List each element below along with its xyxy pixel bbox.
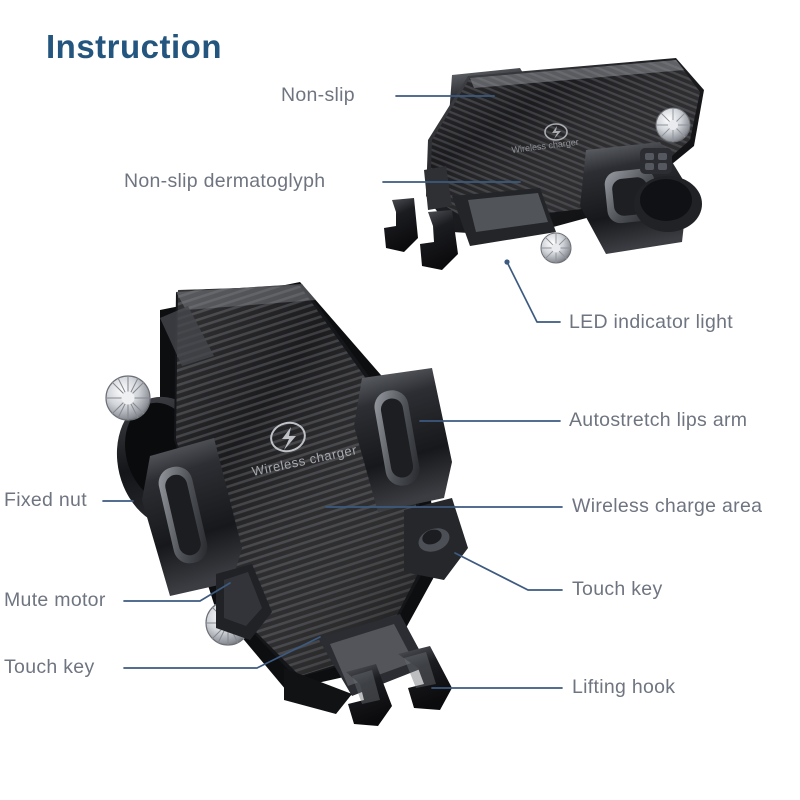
callout-label-autostretch-lips-arm: Autostretch lips arm (569, 409, 748, 431)
upper-wireless-icon (544, 123, 568, 141)
product-main-view: Wireless charger (105, 282, 468, 726)
callout-label-non-slip: Non-slip (281, 84, 355, 106)
main-right-clamp-arm (354, 368, 452, 512)
main-left-clamp-arm (142, 438, 242, 596)
upper-knob-bottom (540, 232, 572, 264)
page-title: Instruction (46, 28, 222, 65)
callout-label-fixed-nut: Fixed nut (4, 489, 87, 511)
callout-label-mute-motor: Mute motor (4, 589, 106, 611)
main-lifting-hooks (318, 614, 452, 726)
upper-knob-right (655, 107, 691, 143)
upper-mount-base (634, 148, 702, 232)
callout-label-touch-key-right: Touch key (572, 578, 663, 600)
callout-label-wireless-charge-area: Wireless charge area (572, 495, 763, 517)
upper-lifting-hooks (384, 188, 556, 270)
callout-label-lifting-hook: Lifting hook (572, 676, 676, 698)
main-knob-upper-left (105, 375, 151, 421)
callout-label-touch-key-left: Touch key (4, 656, 95, 678)
wireless-charging-bolt-icon (270, 421, 306, 453)
callout-label-led-indicator-light: LED indicator light (569, 311, 733, 333)
product-upper-view: Wireless charger (384, 58, 704, 270)
main-touch-key-right (404, 498, 468, 580)
callout-label-non-slip-dermatoglyph: Non-slip dermatoglyph (124, 170, 326, 192)
